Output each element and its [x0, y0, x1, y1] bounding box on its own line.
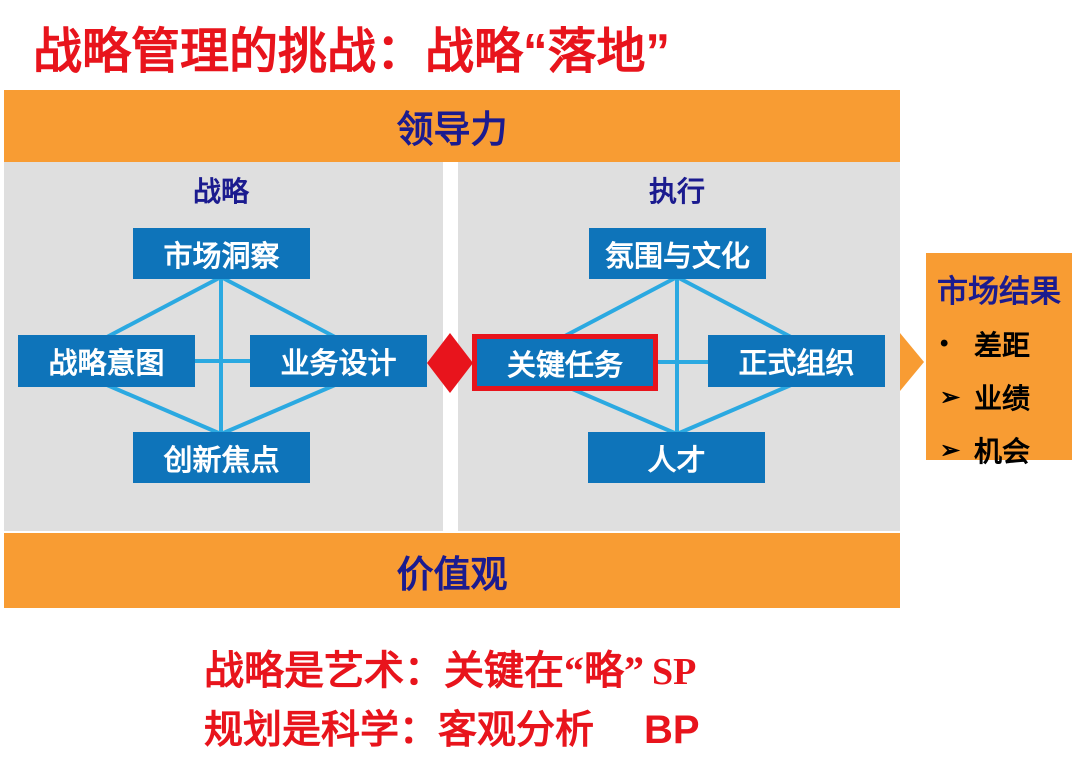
node-strategic-intent: 战略意图: [18, 335, 195, 387]
node-innovation-focus: 创新焦点: [133, 432, 310, 483]
footnote-sp-text: 战略是艺术：关键在“略”: [204, 648, 644, 693]
result-item-label: 业绩: [974, 383, 1031, 414]
list-item: • 差距: [926, 324, 1072, 364]
node-climate-culture: 氛围与文化: [589, 228, 766, 279]
node-talent: 人才: [588, 432, 765, 483]
footnote-sp-suffix: SP: [652, 651, 697, 693]
page-title: 战略管理的挑战：战略“落地”: [33, 25, 671, 79]
market-results-box: 市场结果 • 差距 ➢ 业绩 ➢ 机会: [926, 253, 1072, 467]
dot-bullet-icon: •: [940, 330, 949, 357]
arrowhead-bullet-icon: ➢: [940, 436, 961, 464]
list-item: ➢ 业绩: [926, 377, 1072, 417]
values-banner-label: 价值观: [396, 553, 508, 595]
leadership-banner: 领导力: [4, 90, 900, 162]
list-item: ➢ 机会: [926, 430, 1072, 470]
footnote-bp-text: 规划是科学：客观分析: [204, 709, 595, 752]
arrowhead-bullet-icon: ➢: [940, 383, 961, 411]
footnote-bp: 规划是科学：客观分析 BP: [204, 699, 700, 755]
arrow-right-icon: [900, 333, 924, 391]
result-item-label: 差距: [974, 330, 1031, 361]
leadership-banner-label: 领导力: [396, 109, 508, 150]
strategy-panel-label: 战略: [192, 176, 249, 207]
market-results-title: 市场结果: [937, 274, 1061, 309]
node-key-tasks: 关键任务: [472, 334, 658, 391]
node-formal-organization: 正式组织: [708, 335, 885, 387]
node-business-design: 业务设计: [250, 335, 427, 387]
execution-panel-label: 执行: [648, 176, 705, 207]
footnote-sp: 战略是艺术：关键在“略” SP: [204, 638, 696, 696]
result-item-label: 机会: [974, 436, 1031, 467]
node-market-insight: 市场洞察: [133, 228, 310, 279]
footnote-bp-suffix: BP: [644, 708, 700, 752]
values-banner: 价值观: [4, 533, 900, 608]
